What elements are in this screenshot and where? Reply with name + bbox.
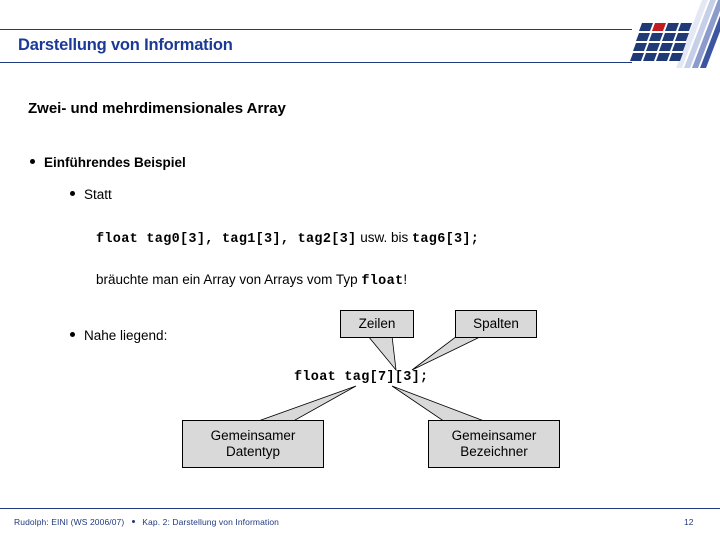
footer-text: Rudolph: EINI (WS 2006/07) Kap. 2: Darst… — [14, 517, 279, 527]
header-rule-bottom — [0, 62, 632, 63]
code-declarations-mono-last: tag6[3]; — [411, 232, 480, 247]
bullet-nahe-liegend: Nahe liegend: — [70, 328, 167, 343]
bullet-nahe-liegend-label: Nahe liegend: — [84, 328, 168, 343]
bullet-dot-icon — [70, 191, 75, 196]
code-declarations-mono-first: float tag0[3], tag1[3], tag2[3] — [96, 232, 357, 247]
bullet-dot-icon — [70, 332, 75, 337]
bullet-statt-label: Statt — [84, 187, 112, 202]
callout-zeilen-label: Zeilen — [358, 316, 396, 332]
bullet-statt: Statt — [70, 187, 112, 202]
footer-chapter: Kap. 2: Darstellung von Information — [142, 517, 280, 527]
callout-bezeichner-line2: Bezeichner — [460, 444, 528, 459]
code-line-declarations: float tag0[3], tag1[3], tag2[3] usw. bis… — [96, 229, 479, 247]
bullet-einfuehrendes-label: Einführendes Beispiel — [44, 155, 186, 170]
callout-zeilen: Zeilen — [340, 310, 414, 338]
footer-separator-dot-icon — [131, 520, 135, 523]
page-number: 12 — [684, 517, 694, 527]
header-rule-top — [0, 29, 632, 30]
explanation-line: bräuchte man ein Array von Arrays vom Ty… — [96, 272, 407, 289]
explanation-prose-first: bräuchte man ein Array von Arrays vom Ty… — [96, 272, 362, 287]
callout-gemeinsamer-bezeichner: Gemeinsamer Bezeichner — [428, 420, 560, 468]
callout-spalten: Spalten — [455, 310, 537, 338]
callout-datentyp-line2: Datentyp — [225, 444, 281, 459]
section-subtitle: Zwei- und mehrdimensionales Array — [28, 100, 286, 117]
explanation-prose-last: ! — [403, 272, 408, 287]
callout-bezeichner-line1: Gemeinsamer — [451, 428, 537, 444]
university-logo — [630, 0, 720, 68]
footer-author-course: Rudolph: EINI (WS 2006/07) — [14, 517, 125, 527]
bullet-einfuehrendes-beispiel: Einführendes Beispiel — [30, 155, 186, 170]
footer-rule — [0, 508, 720, 509]
callout-spalten-label: Spalten — [473, 316, 519, 332]
callout-datentyp-line1: Gemeinsamer — [210, 428, 296, 444]
code-declarations-prose: usw. bis — [356, 230, 412, 245]
page-title: Darstellung von Information — [18, 36, 233, 54]
explanation-type-mono: float — [361, 274, 404, 289]
bullet-dot-icon — [30, 159, 35, 164]
code-line-two-dimensional: float tag[7][3]; — [294, 370, 429, 385]
callout-gemeinsamer-datentyp: Gemeinsamer Datentyp — [182, 420, 324, 468]
